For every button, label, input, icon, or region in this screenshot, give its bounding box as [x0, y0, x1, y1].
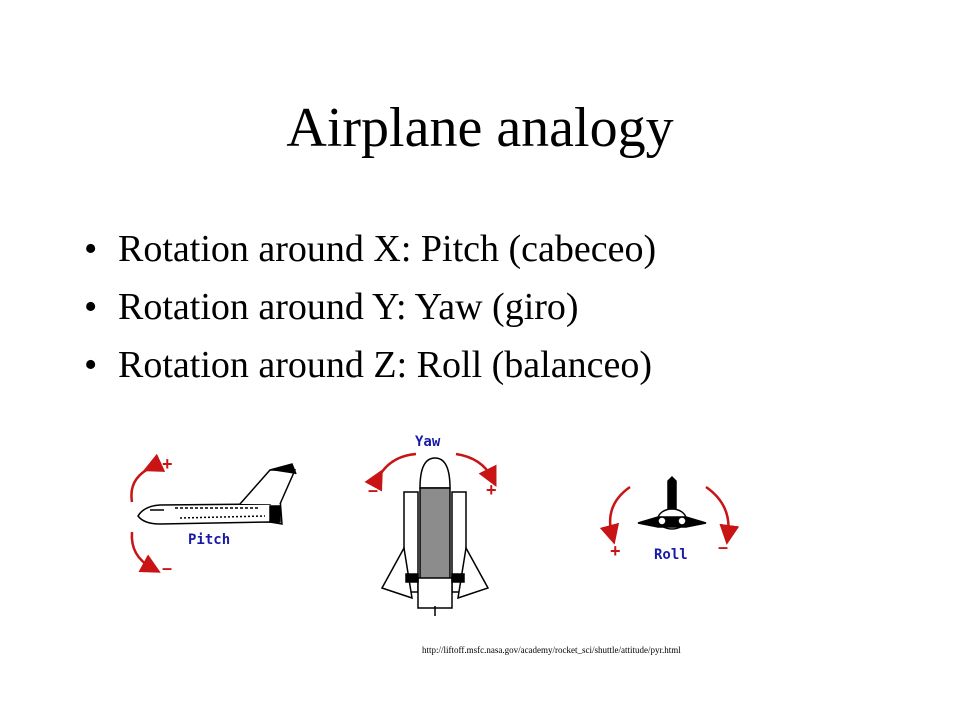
- roll-minus-sign: –: [718, 537, 728, 557]
- roll-figure: + – Roll: [600, 475, 740, 563]
- bullet-item: Rotation around Y: Yaw (giro): [84, 278, 656, 336]
- pitch-plus-sign: +: [162, 454, 173, 474]
- shuttle-side-icon: [137, 463, 297, 525]
- slide-title: Airplane analogy: [286, 97, 674, 159]
- pitch-label: Pitch: [188, 532, 230, 548]
- yaw-label: Yaw: [415, 434, 441, 450]
- yaw-figure: Yaw – +: [364, 434, 497, 616]
- pitch-minus-sign: –: [162, 558, 172, 578]
- yaw-minus-sign: –: [368, 480, 378, 500]
- roll-label: Roll: [654, 547, 688, 563]
- shuttle-top-icon: [380, 457, 490, 616]
- bullet-item: Rotation around X: Pitch (cabeceo): [84, 220, 656, 278]
- yaw-plus-sign: +: [486, 480, 497, 500]
- source-link[interactable]: http://liftoff.msfc.nasa.gov/academy/roc…: [422, 645, 681, 655]
- bullet-list: Rotation around X: Pitch (cabeceo) Rotat…: [84, 220, 656, 394]
- shuttle-front-icon: [637, 475, 707, 530]
- pitch-figure: + – Pitch: [130, 453, 297, 578]
- roll-plus-sign: +: [610, 541, 621, 561]
- bullet-item: Rotation around Z: Roll (balanceo): [84, 336, 656, 394]
